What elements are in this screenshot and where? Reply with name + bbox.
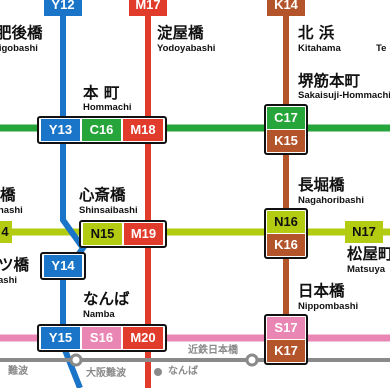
code-k16: K16 [267, 234, 305, 256]
code-k17: K17 [267, 340, 305, 362]
code-n14-partial: 4 [0, 221, 12, 243]
station-nippombashi-en: Nippombashi [298, 301, 359, 312]
code-s17: S17 [267, 317, 305, 339]
grey-station-dot [69, 353, 83, 367]
label-kintetsu-nippombashi: 近鉄日本橋 [188, 345, 238, 356]
code-y15: Y15 [41, 327, 80, 349]
station-sakaisuji-hommachi-ja: 堺筋本町 [298, 72, 361, 90]
code-n15: N15 [83, 223, 122, 245]
code-m18: M18 [123, 119, 163, 141]
station-kitahama-en: Kitahama [298, 43, 341, 54]
code-n17: N17 [345, 221, 383, 243]
grey-station-dot [154, 368, 162, 376]
label-namba-left: 難波 [8, 366, 28, 377]
code-y14: Y14 [44, 255, 82, 277]
station-shinsaibashi-en: Shinsaibashi [79, 205, 138, 216]
station-namba-ja: なんば [83, 290, 130, 308]
station-yotsubashi-ja: 橋 [0, 186, 16, 204]
station-yodoyabashi-en: Yodoyabashi [157, 43, 216, 54]
station-nagahoribashi-en: Nagahoribashi [298, 195, 364, 206]
station-sakaisuji-hommachi-en: Sakaisuji-Hommachi [298, 90, 390, 101]
label-namba-bottom: なんば [168, 366, 198, 377]
station-hommachi-en: Hommachi [83, 102, 132, 113]
station-namba-en: Namba [83, 309, 115, 320]
station-left-mid-en: ashi [0, 275, 18, 286]
station-nippombashi-ja: 日本橋 [298, 282, 345, 300]
code-s16: S16 [82, 327, 121, 349]
station-shinsaibashi-ja: 心斎橋 [79, 186, 126, 204]
code-c16: C16 [82, 119, 121, 141]
station-yodoyabashi-ja: 淀屋橋 [157, 24, 204, 42]
station-temmabashi-en: Te [376, 43, 387, 54]
station-kitahama-ja: 北 浜 [298, 24, 335, 42]
station-higobashi-ja: 肥後橋 [0, 24, 43, 42]
station-matsuyamachi-en: Matsuya [347, 264, 386, 275]
station-left-mid-ja: ツ橋 [0, 256, 30, 274]
code-c17: C17 [267, 107, 305, 129]
station-hommachi-ja: 本 町 [83, 84, 120, 102]
code-n16: N16 [267, 211, 305, 233]
code-m19: M19 [124, 223, 163, 245]
station-yotsubashi-en: hashi [0, 205, 23, 216]
top-code-y12: Y12 [44, 0, 82, 16]
top-code-k14: K14 [267, 0, 305, 16]
grey-station-dot [245, 353, 259, 367]
label-osaka-namba: 大阪難波 [86, 368, 126, 379]
station-higobashi-en: Higobashi [0, 43, 38, 54]
code-k15: K15 [267, 130, 305, 152]
code-m20: M20 [123, 327, 163, 349]
station-matsuyamachi-ja: 松屋町 [347, 245, 390, 263]
top-code-m17: M17 [129, 0, 167, 16]
code-y13: Y13 [41, 119, 80, 141]
station-nagahoribashi-ja: 長堀橋 [298, 176, 345, 194]
